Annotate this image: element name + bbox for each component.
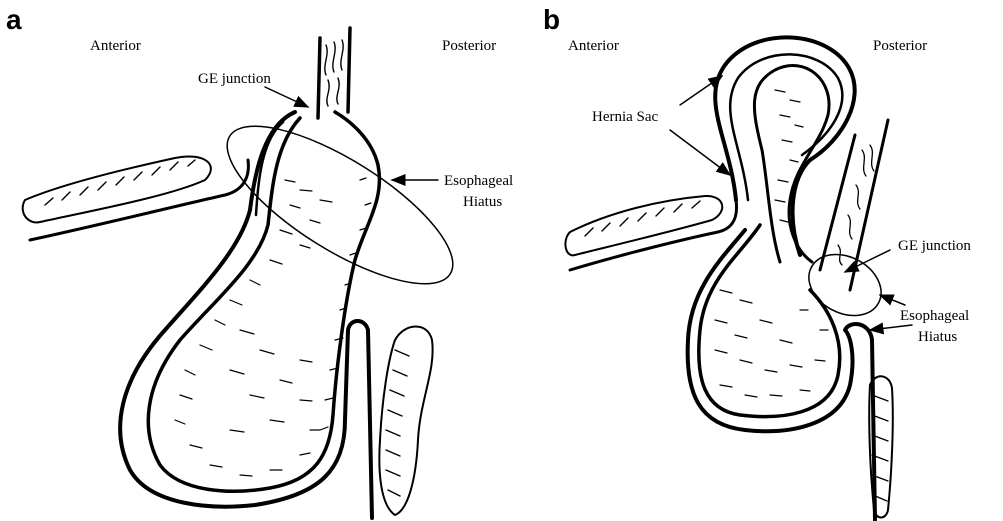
panel-b-left-crus: [565, 196, 722, 255]
panel-a-posterior-label: Posterior: [442, 37, 496, 55]
panel-a-anterior-label: Anterior: [90, 37, 141, 55]
panel-a-hiatus-label-line1: Esophageal: [444, 172, 513, 190]
panel-b-hiatus-arrow-1: [880, 295, 905, 305]
panel-a-ge-junction-label: GE junction: [198, 70, 271, 88]
panel-b-posterior-label: Posterior: [873, 37, 927, 55]
panel-a-hiatus-label-line2: Hiatus: [463, 193, 502, 211]
panel-a-drawing: [23, 28, 474, 518]
panel-b-hiatus-label-line2: Hiatus: [918, 328, 957, 346]
panel-a-left-crus: [23, 157, 211, 223]
panel-a-letter: a: [6, 6, 22, 34]
panel-b-ge-arrow: [845, 250, 890, 272]
panel-b-hernia-sac-label: Hernia Sac: [592, 108, 658, 126]
panel-b-anterior-label: Anterior: [568, 37, 619, 55]
panel-b-ge-junction-label: GE junction: [898, 237, 971, 255]
panel-a-ge-arrow: [265, 87, 308, 107]
panel-b-hiatus-arrow-2: [870, 325, 912, 330]
panel-a-hiatus-ellipse: [206, 98, 474, 312]
panel-a-stomach-outer: [120, 112, 372, 518]
panel-b-hiatus-label-line1: Esophageal: [900, 307, 969, 325]
panel-b-stomach-inner: [754, 66, 829, 262]
panel-b-letter: b: [543, 6, 560, 34]
